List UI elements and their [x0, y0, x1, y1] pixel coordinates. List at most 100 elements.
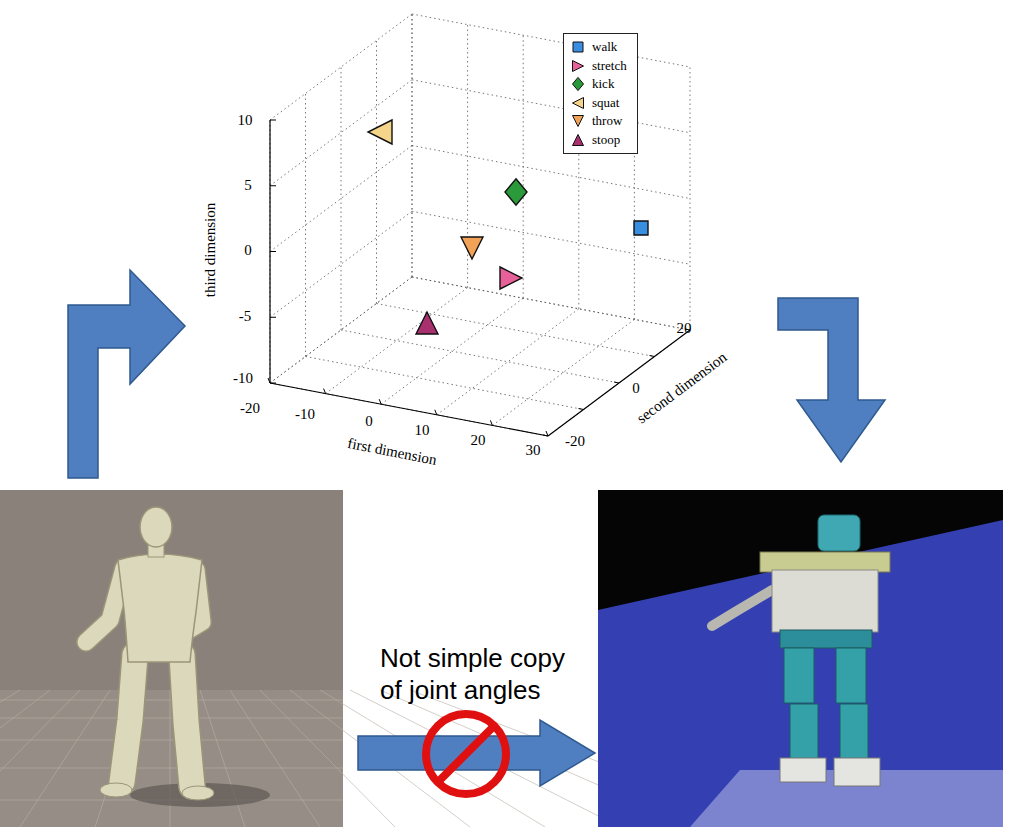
render-background — [0, 490, 343, 827]
legend-box: walkstretchkicksquatthrowstoop — [563, 33, 638, 154]
axis-tick — [270, 317, 276, 318]
tick-label: 5 — [244, 177, 252, 194]
grid-line — [412, 277, 690, 330]
figure-torso — [118, 554, 202, 662]
figure-foot — [182, 786, 214, 800]
axis-tick — [270, 120, 276, 121]
legend-row: stoop — [570, 131, 627, 150]
grid-line — [306, 357, 584, 410]
copy-arrow — [358, 720, 595, 786]
legend-swatch — [570, 95, 586, 111]
grid-line — [412, 80, 690, 133]
axis-title: third dimension — [202, 203, 219, 298]
legend-label: kick — [592, 75, 614, 93]
grid-line — [270, 383, 548, 436]
robot-render — [598, 490, 1003, 827]
axis-tick — [270, 251, 276, 252]
grid-line — [341, 67, 342, 330]
legend-marker — [573, 60, 584, 71]
tick-label: -20 — [565, 433, 585, 450]
tick-label: 30 — [526, 442, 541, 459]
figure-limb-outline — [86, 568, 124, 642]
plot-marker — [416, 312, 438, 334]
tick-label: 10 — [415, 422, 430, 439]
axis-tick — [543, 435, 548, 436]
tick-label: -10 — [295, 406, 315, 423]
axis-line — [548, 330, 690, 436]
plot-marker — [500, 267, 522, 289]
axis-tick — [268, 378, 270, 383]
figure-foot — [100, 783, 132, 797]
figure-limb — [182, 655, 192, 786]
grid-line — [376, 41, 377, 304]
figure-limb-outline — [122, 655, 135, 782]
floor-grid — [350, 690, 620, 827]
legend-swatch — [570, 58, 586, 74]
axis-tick — [614, 382, 619, 383]
tick-label: -20 — [240, 400, 260, 417]
legend-marker — [573, 78, 584, 91]
tick-label: 0 — [632, 380, 640, 397]
legend-marker — [573, 134, 584, 145]
grid-line — [270, 277, 412, 383]
floor-grid — [0, 768, 343, 769]
grid-line — [270, 211, 412, 317]
legend-label: stoop — [592, 131, 620, 149]
grid-line — [270, 146, 412, 252]
figure-limb — [122, 655, 135, 782]
legend-label: walk — [592, 38, 617, 56]
annotation-text: Not simple copy of joint angles — [380, 642, 580, 706]
tick-label: 0 — [365, 413, 373, 430]
prohibition-circle — [426, 714, 506, 794]
robot-leg — [790, 704, 818, 759]
plot-marker — [368, 120, 392, 144]
grid-line — [326, 288, 468, 394]
robot-foot — [834, 758, 880, 786]
bent-arrow — [68, 270, 185, 478]
robot-body — [772, 570, 878, 632]
legend-swatch — [570, 39, 586, 55]
grid-line — [412, 14, 690, 67]
legend-row: throw — [570, 112, 627, 131]
floor-grid — [0, 690, 80, 827]
legend-row: squat — [570, 94, 627, 113]
legend-swatch — [570, 113, 586, 129]
axis-tick — [324, 389, 326, 394]
legend-label: squat — [592, 94, 619, 112]
grid-line — [548, 330, 690, 436]
axis-tick — [650, 356, 655, 357]
tick-label: -5 — [239, 308, 252, 325]
axis-tick — [579, 409, 584, 410]
tick-label: 20 — [471, 432, 486, 449]
legend-marker — [573, 97, 584, 108]
prohibition-slash — [438, 726, 494, 782]
tick-label: 0 — [244, 242, 252, 259]
floor-grid — [0, 690, 20, 827]
robot-head — [818, 515, 860, 551]
legend-label: throw — [592, 112, 622, 130]
robot-hip — [780, 630, 872, 648]
floor-grid — [170, 690, 171, 827]
legend-marker — [573, 116, 584, 127]
robot-leg — [784, 648, 814, 703]
robot-leg — [836, 648, 866, 703]
grid-line — [377, 304, 655, 357]
legend-row: stretch — [570, 57, 627, 76]
grid-line — [270, 80, 412, 186]
floor-grid — [20, 690, 110, 827]
tick-label: 10 — [238, 112, 253, 129]
render-background — [598, 490, 1003, 827]
axis-tick — [270, 383, 276, 384]
plot-grid — [270, 14, 690, 436]
legend-swatch — [570, 132, 586, 148]
grid-line — [412, 211, 690, 264]
figure-head — [140, 507, 172, 547]
axis-tick — [435, 410, 437, 415]
legend-row: kick — [570, 75, 627, 94]
plot-marker — [505, 179, 527, 205]
render-floor — [598, 520, 1003, 827]
robot-foot — [780, 758, 826, 782]
plot-marker — [461, 237, 483, 259]
legend-marker — [573, 42, 583, 52]
